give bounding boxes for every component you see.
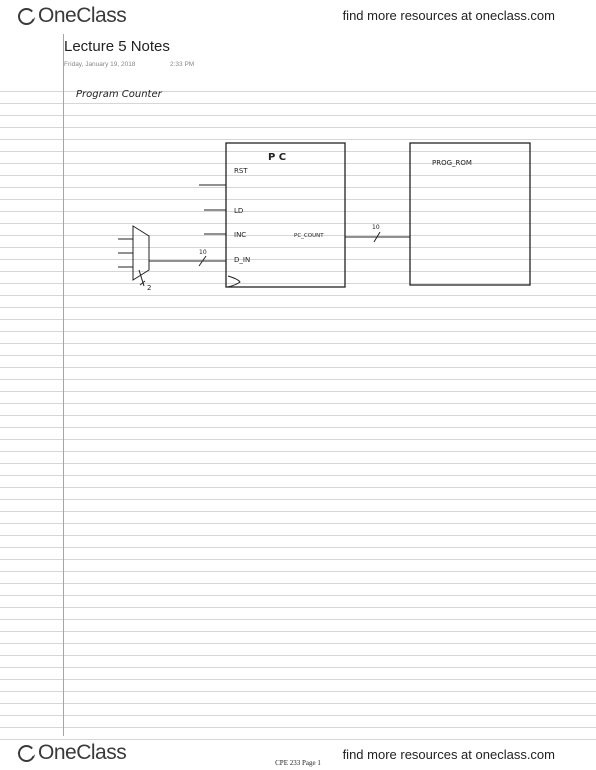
bus-pc-count-slash xyxy=(373,231,381,243)
footer-brand-text: OneClass xyxy=(38,741,127,764)
oneclass-logo-icon xyxy=(18,7,35,25)
bus-d-in-width: 10 xyxy=(199,249,207,256)
pc-input-d-in: D_IN xyxy=(234,256,250,264)
pc-box-title: P C xyxy=(268,152,286,163)
bus-d-in-slash xyxy=(198,255,207,267)
mux-select-slash xyxy=(139,280,146,286)
mux-select-wire xyxy=(138,269,145,287)
clock-symbol xyxy=(227,275,241,288)
mux-shape xyxy=(132,225,150,281)
pc-box xyxy=(225,142,346,288)
margin-line xyxy=(63,34,64,736)
mux-select-width: 2 xyxy=(147,284,151,292)
page-number-label: CPE 233 Page 1 xyxy=(275,759,321,767)
page-title: Lecture 5 Notes xyxy=(64,38,170,55)
oneclass-logo-icon xyxy=(18,744,35,762)
header-brand-logo: OneClass xyxy=(18,4,127,28)
prog-rom-box xyxy=(409,142,531,286)
handwritten-heading: Program Counter xyxy=(76,89,163,100)
footer-brand-logo: OneClass xyxy=(18,741,127,765)
note-time: 2:33 PM xyxy=(170,61,195,68)
prog-rom-title: PROG_ROM xyxy=(432,159,472,167)
pc-input-ld: LD xyxy=(234,207,243,215)
header-tagline: find more resources at oneclass.com xyxy=(342,8,555,23)
bus-pc-count-width: 10 xyxy=(372,224,380,231)
pc-input-rst: RST xyxy=(234,167,248,175)
ruled-lines xyxy=(0,80,596,740)
pc-output-label: PC_COUNT xyxy=(294,233,324,239)
footer-tagline: find more resources at oneclass.com xyxy=(342,747,555,762)
header-brand-text: OneClass xyxy=(38,4,127,27)
pc-input-inc: INC xyxy=(234,231,246,239)
note-date: Friday, January 19, 2018 xyxy=(64,61,136,68)
